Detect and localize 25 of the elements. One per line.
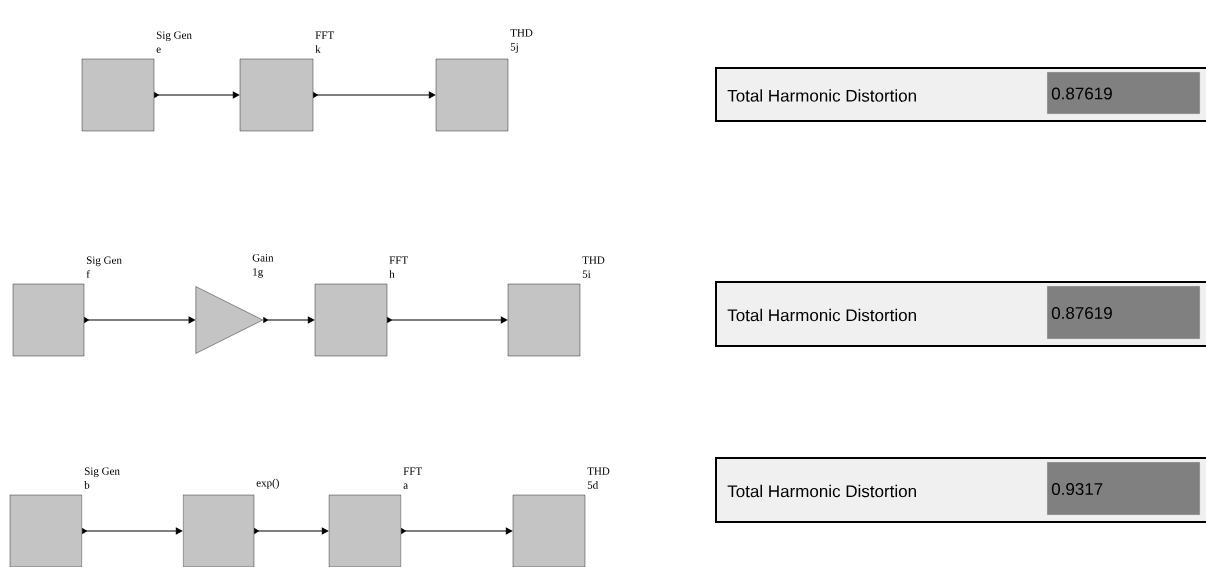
block-label: FFT h: [389, 256, 408, 278]
arrow: [401, 527, 513, 535]
field-label: Total Harmonic Distortion: [727, 89, 916, 102]
block-label: Gain 1g: [252, 254, 274, 278]
block-label: THD 5i: [582, 256, 605, 278]
arrow: [154, 91, 240, 99]
value-field: 0.9317: [1046, 461, 1201, 516]
arrow: [387, 316, 508, 324]
arrow: [263, 316, 315, 324]
arrow: [84, 316, 195, 324]
value-field: 0.87619: [1046, 71, 1201, 115]
arrow: [254, 527, 329, 535]
block-label: Sig Gen e: [156, 31, 192, 53]
block-label: Sig Gen f: [86, 256, 122, 278]
value-field: 0.87619: [1046, 285, 1201, 340]
block-label: THD 5d: [587, 467, 610, 489]
arrow: [313, 91, 436, 99]
arrow: [82, 527, 183, 535]
field-label: Total Harmonic Distortion: [727, 308, 916, 322]
block-label: Sig Gen b: [84, 467, 120, 489]
block-label: exp(): [256, 478, 279, 489]
block-label: FFT k: [315, 31, 334, 53]
block-label: FFT a: [403, 467, 422, 489]
field-label: Total Harmonic Distortion: [727, 484, 916, 498]
block-label: THD 5j: [510, 29, 533, 53]
